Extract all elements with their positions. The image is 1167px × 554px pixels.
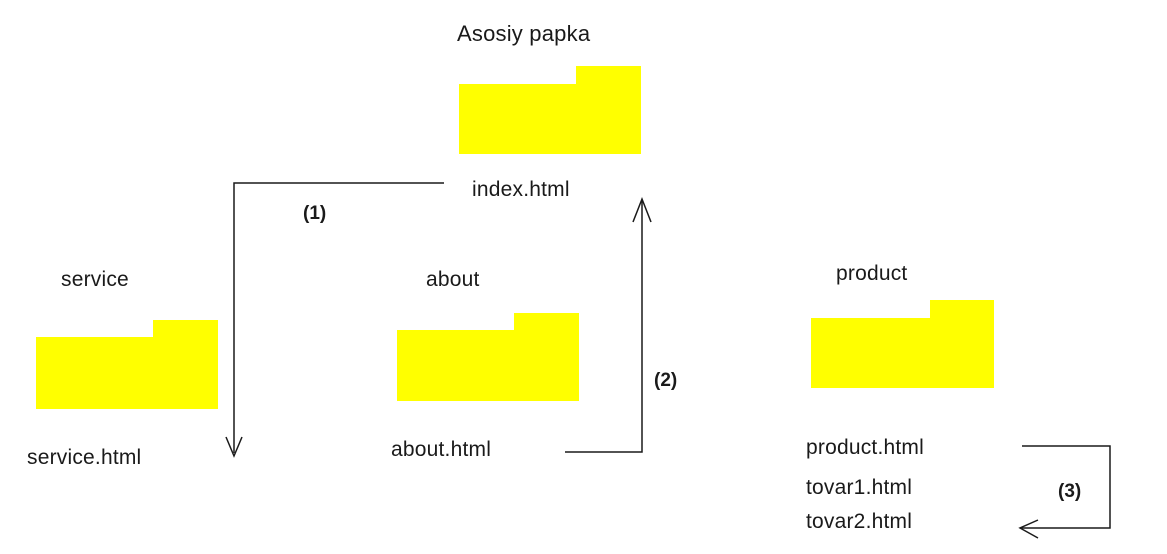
about-file: about.html [391,438,492,461]
link-3-arrow [1018,445,1111,539]
service-folder-label: service [61,268,129,291]
link-2-label: (2) [654,370,678,391]
service-file: service.html [27,446,142,469]
product-file-2: tovar1.html [806,476,913,499]
root-folder-label: Asosiy papka [457,21,591,46]
link-1-arrow [225,182,444,458]
product-folder-label: product [836,262,908,285]
root-folder-icon [459,66,641,154]
product-file-1: product.html [806,436,924,459]
product-folder-icon [811,300,994,388]
link-2-arrow [565,196,652,453]
about-folder-label: about [426,268,480,291]
root-index-file: index.html [472,178,570,201]
product-file-3: tovar2.html [806,510,913,533]
link-3-label: (3) [1058,481,1082,502]
service-folder-icon [36,320,218,409]
about-folder-icon [397,313,579,401]
link-1-label: (1) [303,203,327,224]
